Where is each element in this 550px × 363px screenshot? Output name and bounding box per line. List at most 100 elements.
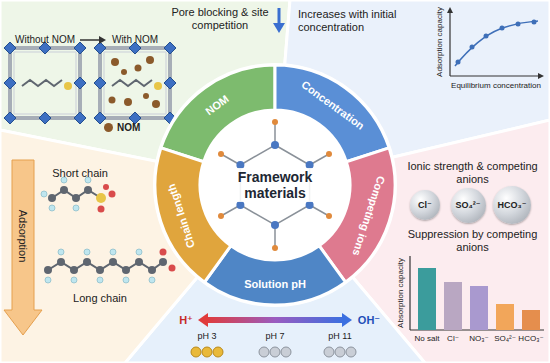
- framework-cages-part-part: [109, 97, 116, 104]
- framework-structure-part-part: [272, 245, 278, 251]
- framework-cages-part: [109, 56, 161, 108]
- framework-cages-part: [80, 39, 100, 41]
- ion-label: HCO₃⁻: [498, 200, 527, 210]
- isotherm-chart-part: [455, 21, 538, 66]
- chain-molecules-part-part: [83, 258, 91, 266]
- chain-molecules-part-part: [84, 186, 92, 194]
- panel-heading: Increases with initial concentration: [298, 8, 432, 33]
- chain-molecules-part: [44, 258, 167, 274]
- framework-cages-part-part: [146, 56, 154, 64]
- legend-swatch: [104, 123, 113, 132]
- ph-scale-part-part: [346, 347, 356, 357]
- bar-chart-part: [418, 268, 436, 330]
- ion-circle: Cl⁻: [410, 190, 440, 220]
- chain-molecules-part-part: [45, 277, 51, 283]
- chain-molecules-part-part: [60, 186, 68, 194]
- ph-scale-part: [198, 313, 208, 327]
- chain-molecules-part-part: [110, 249, 116, 255]
- ion-circle: SO₄²⁻: [451, 188, 486, 223]
- chain-molecules-part-part: [97, 277, 103, 283]
- legend-row: NOM: [104, 122, 140, 134]
- chain-molecules-part-part: [103, 184, 109, 190]
- chain-molecules: [4, 160, 176, 335]
- framework-structure-part-part: [272, 119, 278, 125]
- chain-molecules-part-part: [72, 194, 80, 202]
- factor-ring-part: [202, 112, 348, 258]
- chain-molecules-part-part: [169, 265, 176, 272]
- isotherm-chart-part-part: [532, 20, 537, 25]
- isotherm-chart-part: [456, 20, 537, 65]
- panel-heading: Suppression by competing anions: [400, 228, 545, 253]
- ph-scale-part: [259, 347, 356, 357]
- framework-structure-part-part: [271, 221, 279, 229]
- isotherm-chart-part-part: [456, 60, 461, 65]
- isotherm-chart-part: [450, 75, 538, 76]
- chain-molecules-part-part: [96, 266, 104, 274]
- ph-scale-part-part: [191, 347, 201, 357]
- molecule-label: Long chain: [73, 292, 127, 305]
- framework-cages-part: [99, 36, 106, 44]
- framework-cages-part: [4, 42, 86, 124]
- framework-cages-part-part: [152, 100, 160, 108]
- chain-molecules-part: [48, 262, 163, 270]
- framework-structure-part-part: [218, 213, 224, 219]
- chain-molecules-part: [45, 249, 155, 283]
- framework-cages-part-part: [124, 98, 132, 106]
- center-title: Framework materials: [212, 168, 338, 202]
- bar-chart-part: [470, 286, 488, 330]
- chain-molecules-part-part: [135, 258, 143, 266]
- framework-cages-part-part: [143, 93, 149, 99]
- ph-scale-part: [191, 347, 223, 357]
- bar-chart-part: [409, 256, 410, 330]
- chain-molecules-part: [41, 177, 91, 211]
- framework-cages-part-part: [121, 69, 127, 75]
- chain-molecules-part-part: [149, 277, 155, 283]
- segment-label: Solution pH: [244, 278, 306, 290]
- ion-circle: HCO₃⁻: [493, 186, 531, 224]
- legend-text: NOM: [117, 122, 140, 134]
- ph-scale-part-part: [281, 347, 291, 357]
- chain-molecules-part-part: [148, 266, 156, 274]
- chain-molecules-part: [98, 184, 116, 213]
- framework-cages-part: [273, 23, 285, 33]
- framework-cages-part: [22, 80, 62, 86]
- bar-label: Cl⁻: [447, 334, 459, 343]
- chain-molecules-part: [48, 186, 92, 202]
- chain-molecules-part-part: [136, 249, 142, 255]
- framework-structure-part-part: [218, 151, 224, 157]
- axis-label: Equilibrium concentration: [451, 81, 541, 90]
- axis-label: Adsorption capacity: [435, 7, 444, 77]
- bar-chart: [410, 256, 544, 330]
- chain-molecules-part-part: [73, 205, 79, 211]
- ph-label: pH 11: [328, 331, 351, 341]
- isotherm-chart: [447, 7, 544, 79]
- ph-label: pH 3: [197, 331, 216, 341]
- state-label: Without NOM: [15, 34, 75, 46]
- ph-scale-part: [206, 317, 344, 323]
- framework-structure-part-part: [271, 141, 279, 149]
- framework-cages-part-part: [135, 65, 142, 72]
- factor-ring-part: [153, 63, 397, 307]
- chain-molecules-part-part: [109, 258, 117, 266]
- framework-cages-part-part: [111, 58, 119, 66]
- isotherm-chart-part-part: [484, 34, 489, 39]
- chain-molecules-part-part: [41, 191, 47, 197]
- chain-molecules-part-part: [160, 249, 167, 256]
- ion-label: Cl⁻: [418, 200, 432, 210]
- chain-molecules-part: [96, 193, 106, 203]
- ph-label: pH 7: [265, 331, 284, 341]
- chain-molecules-part-part: [71, 277, 77, 283]
- ph-scale-part-part: [270, 347, 280, 357]
- bar-label: NO₃⁻: [469, 334, 488, 343]
- bar-label: SO₄²⁻: [494, 334, 516, 343]
- framework-cages-part: [112, 80, 152, 86]
- bar-chart-part: [496, 304, 514, 330]
- chain-molecules-part-part: [57, 258, 65, 266]
- ph-scale-part-part: [324, 347, 334, 357]
- isotherm-chart-part: [449, 12, 450, 76]
- ion-symbol: OH⁻: [358, 314, 380, 327]
- ph-scale-part-part: [335, 347, 345, 357]
- chain-molecules-part-part: [44, 266, 52, 274]
- chain-molecules-part-part: [70, 266, 78, 274]
